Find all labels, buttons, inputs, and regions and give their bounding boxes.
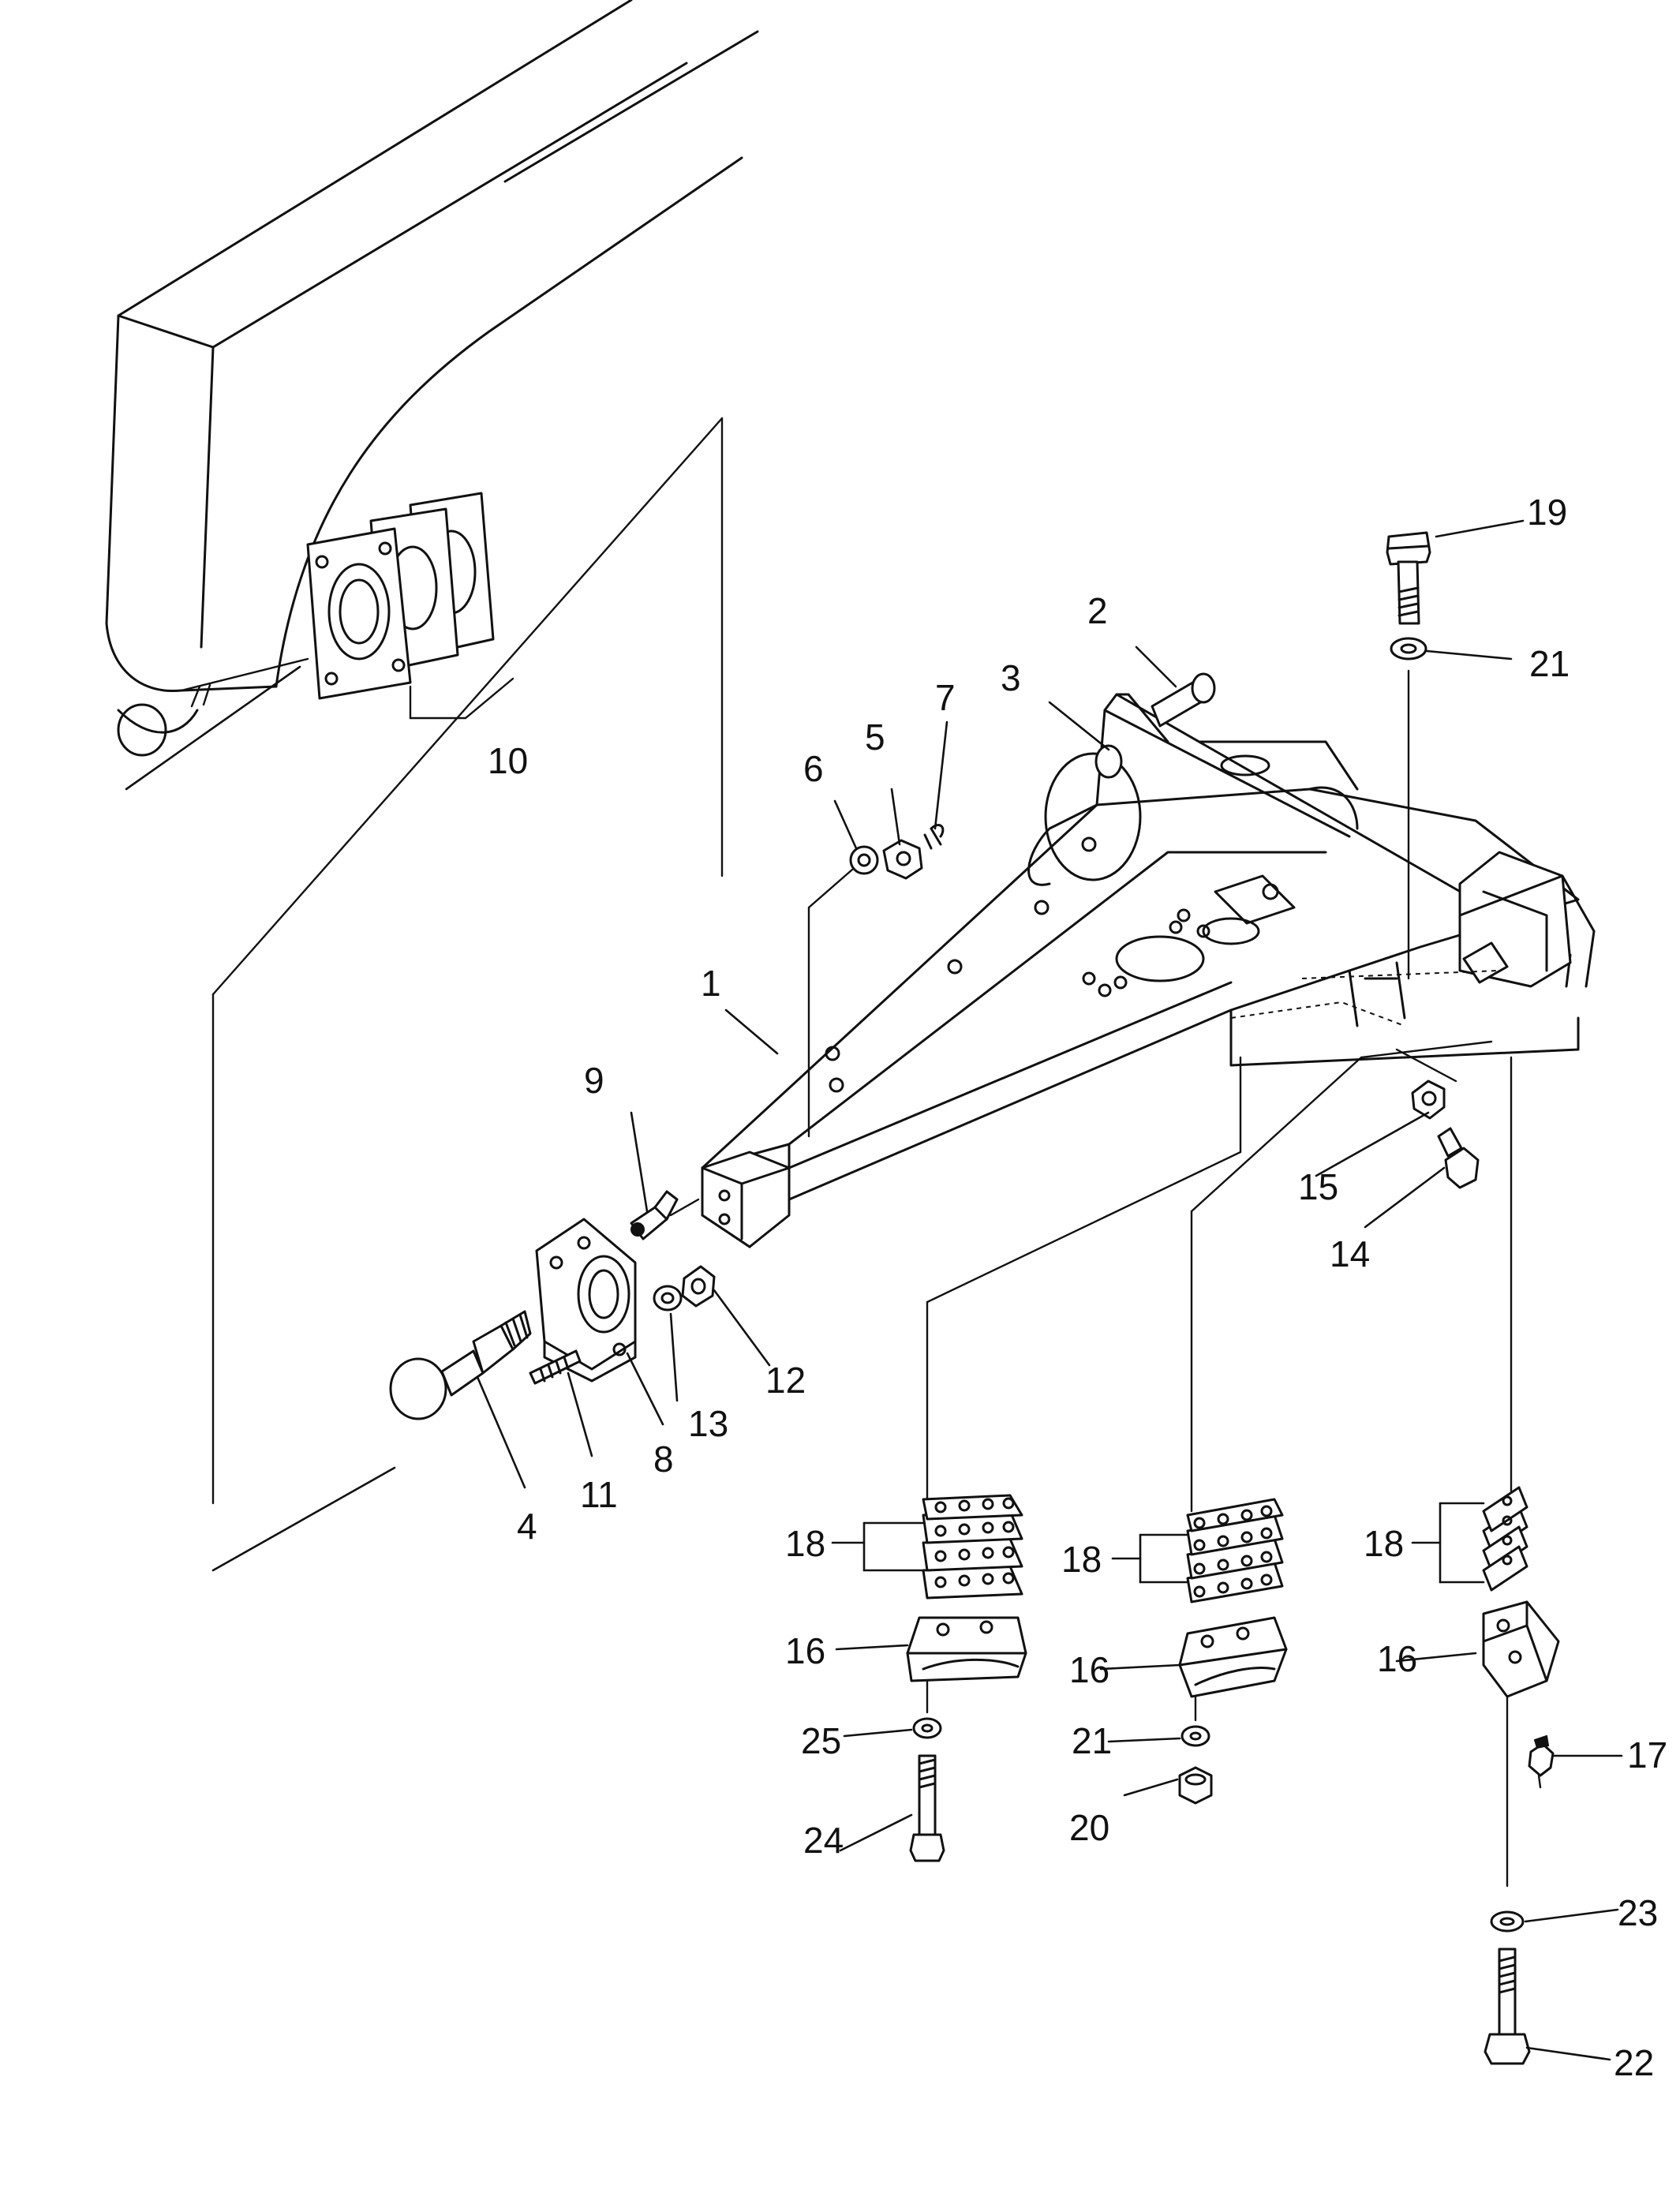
right-pad-stack: [1482, 1486, 1560, 2065]
middle-pad-stack: [1178, 1498, 1288, 1805]
callout-16-middle: 16: [1069, 1649, 1109, 1690]
callout-22: 22: [1614, 2042, 1654, 2083]
assembly-leader-lines: [926, 669, 1513, 1513]
part-2-pin: [1151, 672, 1216, 728]
callout-18-left: 18: [785, 1523, 825, 1564]
callout-12: 12: [765, 1360, 806, 1401]
callout-leaders: [125, 519, 1623, 2061]
callout-11: 11: [580, 1474, 618, 1515]
part-4-ball-stud: [389, 1310, 532, 1420]
parts-5-6-7-fasteners: [807, 824, 945, 1138]
callout-18-middle: 18: [1061, 1539, 1102, 1580]
callout-16-right: 16: [1377, 1638, 1417, 1679]
callout-9: 9: [584, 1060, 604, 1101]
callout-15: 15: [1298, 1166, 1338, 1207]
left-pad-stack: [906, 1494, 1027, 1862]
callout-5: 5: [865, 717, 885, 758]
parts-12-13-nut-washer: [653, 1265, 716, 1312]
part-10-shim-plates: [306, 492, 514, 720]
callout-7: 7: [935, 677, 956, 718]
callout-8: 8: [653, 1439, 674, 1480]
callout-13: 13: [688, 1403, 728, 1444]
callout-4: 4: [517, 1506, 537, 1547]
parts-19-21-bolt-washer: [1386, 531, 1431, 660]
reference-frame: [211, 417, 724, 1505]
vehicle-body-outline: [105, 0, 759, 757]
parts-14-15-bolt-nut: [1411, 1080, 1480, 1189]
callout-16-left: 16: [785, 1630, 825, 1671]
callout-10: 10: [488, 740, 528, 781]
callout-18-right: 18: [1364, 1523, 1404, 1564]
callout-3: 3: [1001, 657, 1021, 698]
callout-2: 2: [1087, 590, 1108, 631]
callout-24: 24: [803, 1820, 844, 1861]
callout-labels: 1 2 3 4 5 6 7 8 9 10 11 12 13 14 15 16 1…: [488, 492, 1667, 2083]
callout-20: 20: [1069, 1807, 1109, 1848]
callout-21-top: 21: [1529, 643, 1570, 684]
callout-19: 19: [1527, 492, 1567, 533]
part-9-grease-fitting: [630, 1190, 700, 1240]
callout-25: 25: [801, 1720, 841, 1761]
callout-6: 6: [803, 748, 824, 789]
callout-17: 17: [1627, 1734, 1667, 1776]
part-8-flange: [535, 1218, 637, 1383]
callout-14: 14: [1330, 1233, 1370, 1274]
callout-1: 1: [701, 963, 721, 1004]
part-11-stud: [529, 1349, 582, 1385]
part-1-front-frame: [701, 693, 1596, 1248]
callout-23: 23: [1618, 1892, 1658, 1933]
callout-21-lower: 21: [1072, 1720, 1112, 1761]
